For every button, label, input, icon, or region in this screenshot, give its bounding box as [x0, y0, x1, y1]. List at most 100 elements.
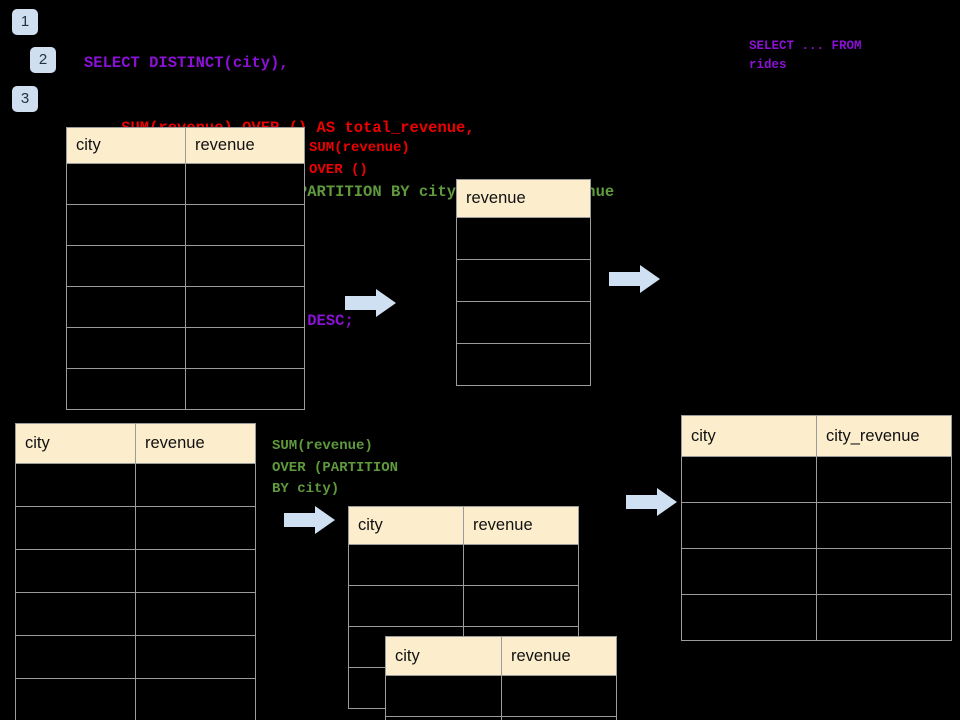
table-row	[348, 544, 579, 586]
table-row	[15, 506, 256, 550]
table-row	[348, 585, 579, 627]
table-cell	[456, 217, 591, 260]
table-row	[66, 163, 305, 205]
table-cell	[348, 585, 464, 627]
annotation-sum-over-empty: SUM(revenue) OVER ()	[309, 140, 410, 178]
table-cell	[135, 506, 256, 550]
table-row	[456, 217, 591, 260]
arrow-source-to-total	[345, 289, 396, 317]
column-header-revenue: revenue	[185, 127, 305, 164]
table-row	[681, 456, 952, 503]
column-header-revenue: revenue	[501, 636, 617, 676]
table-cell	[681, 456, 817, 503]
table-row	[15, 635, 256, 679]
column-header-revenue: revenue	[456, 179, 591, 218]
table-cell	[463, 585, 579, 627]
table-cell	[15, 463, 136, 507]
table-header-row: city revenue	[348, 506, 579, 545]
table-cell	[185, 368, 305, 410]
table-source-rides: city revenue	[66, 127, 305, 410]
table-cell	[66, 204, 186, 246]
table-cell	[185, 163, 305, 205]
table-cell	[15, 635, 136, 679]
arrow-total-to-result	[609, 265, 660, 293]
table-row	[66, 368, 305, 410]
table-cell	[66, 368, 186, 410]
table-cell	[816, 502, 952, 549]
table-row	[456, 301, 591, 344]
step-badge-1: 1	[12, 9, 38, 35]
table-total-revenue: revenue	[456, 179, 591, 386]
table-header-row: revenue	[456, 179, 591, 218]
table-row	[456, 343, 591, 386]
table-row	[66, 245, 305, 287]
table-cell	[15, 592, 136, 636]
column-header-city: city	[66, 127, 186, 164]
table-partition-source: city revenue	[15, 423, 256, 720]
table-row	[66, 204, 305, 246]
table-cell	[135, 549, 256, 593]
step-badge-2: 2	[30, 47, 56, 73]
table-cell	[135, 463, 256, 507]
annotation-sum-over-partition: SUM(revenue) OVER (PARTITION BY city)	[272, 438, 399, 497]
table-partition-back: city revenue	[348, 506, 579, 709]
column-header-revenue: revenue	[135, 423, 256, 464]
table-cell	[15, 678, 136, 720]
table-cell	[66, 286, 186, 328]
table-cell	[135, 635, 256, 679]
table-cell	[66, 163, 186, 205]
table-cell	[135, 592, 256, 636]
table-row	[66, 327, 305, 369]
table-cell	[463, 544, 579, 586]
table-header-row: city revenue	[15, 423, 256, 464]
table-cell	[15, 549, 136, 593]
table-row	[15, 463, 256, 507]
table-cell	[816, 594, 952, 641]
arrow-partitions-to-result	[626, 488, 677, 516]
table-result: city city_revenue	[681, 415, 952, 641]
table-cell	[66, 245, 186, 287]
table-header-row: city revenue	[66, 127, 305, 164]
table-row	[385, 675, 617, 717]
table-row	[66, 286, 305, 328]
column-header-revenue: revenue	[463, 506, 579, 545]
table-row	[456, 259, 591, 302]
table-cell	[135, 678, 256, 720]
table-cell	[348, 544, 464, 586]
table-cell	[15, 506, 136, 550]
column-header-city: city	[348, 506, 464, 545]
annotation-select-from: SELECT ... FROM rides	[749, 39, 862, 72]
table-cell	[681, 594, 817, 641]
column-header-city: city	[15, 423, 136, 464]
table-header-row: city city_revenue	[681, 415, 952, 457]
arrow-partition-source-to-partitions	[284, 506, 335, 534]
table-row	[15, 592, 256, 636]
table-cell	[681, 548, 817, 595]
table-row	[15, 549, 256, 593]
table-cell	[816, 456, 952, 503]
table-cell	[385, 675, 502, 717]
table-cell	[501, 675, 617, 717]
table-cell	[185, 204, 305, 246]
column-header-city: city	[385, 636, 502, 676]
sql-line-1: SELECT DISTINCT(city),	[84, 54, 289, 72]
table-cell	[185, 245, 305, 287]
column-header-city: city	[681, 415, 817, 457]
table-partition-front: city revenue	[385, 636, 617, 720]
table-cell	[816, 548, 952, 595]
table-cell	[185, 286, 305, 328]
table-row	[681, 502, 952, 549]
table-cell	[456, 301, 591, 344]
table-cell	[66, 327, 186, 369]
table-row	[681, 548, 952, 595]
step-badge-3: 3	[12, 86, 38, 112]
table-cell	[456, 343, 591, 386]
table-row	[385, 716, 617, 720]
table-header-row: city revenue	[385, 636, 617, 676]
table-cell	[456, 259, 591, 302]
table-cell	[681, 502, 817, 549]
table-row	[15, 678, 256, 720]
column-header-city-revenue: city_revenue	[816, 415, 952, 457]
table-cell	[501, 716, 617, 720]
